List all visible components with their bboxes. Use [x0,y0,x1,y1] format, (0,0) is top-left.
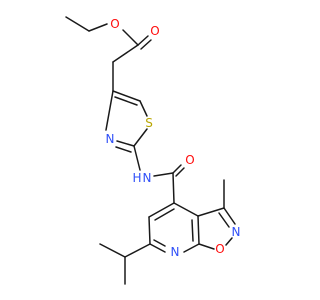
atom-o-amide: O [185,153,194,167]
bond-o-carbonyl-carbon [122,29,139,46]
bond-py-c5-c4-double [154,208,175,221]
bond-thiazole-c2-n [116,140,135,147]
bond-py-c3a-c7a-double [191,219,194,242]
bond-py-c5-c4 [148,202,175,218]
bond-iso-c3-n-double [218,212,230,228]
bond-c6-isopropyl-ch [124,243,151,258]
atom-o-isoxazole: O [215,242,224,256]
atom-h-amide: H [132,171,141,185]
bond-carbonyl-double-1 [137,35,149,46]
bond-py-n-c6 [149,243,166,253]
bond-py-c3a-c7a [197,215,200,245]
bond-iso-n-o [225,237,233,246]
atom-o-ester: O [110,17,119,31]
bond-c2-nh [133,145,141,171]
bond-ethyl-ch2-o [88,23,108,32]
bond-carbonyl-double-2 [140,39,152,50]
bond-py-c7a-n [183,243,200,253]
bond-iso-o-c7a [198,243,215,250]
atom-n-amide: N [143,171,152,185]
bond-thiazole-c4-c5-double [114,96,138,106]
bond-py-n-c6-double [153,239,166,247]
bond-py-c6-c5 [148,216,151,245]
bond-carbonyl-pyridine [172,172,175,204]
atom-s-thiazole: S [145,116,153,130]
bond-thiazole-s-c2 [133,128,148,147]
bond-iso-c3-n [223,207,236,225]
atom-labels: O O S N N H O N O N [106,17,241,259]
bond-thiazole-c5-s [139,100,148,117]
bond-thiazole-c2-n-double [115,146,132,153]
bond-thiazole-n-c4 [105,90,114,131]
bond-amide-double-2 [175,167,185,177]
bond-amide-double-1 [172,164,182,174]
bond-ethyl-ch3-ch2 [65,16,90,32]
bonds [65,16,236,285]
bond-carbonyl-carbon-ch2 [112,44,139,63]
bond-thiazole-c4-c5 [112,90,141,102]
bond-py-c4-c3a [173,202,199,217]
bond-nh-carbonyl [153,172,174,177]
atom-n-thiazole: N [106,132,115,146]
molecule-structure: O O S N N H O N O N [65,16,241,285]
bond-iso-c3a-c3 [197,207,225,217]
bond-isopropyl-ch3-up [99,243,126,258]
atom-n-isoxazole: N [232,225,241,239]
atom-o-carbonyl-ester: O [150,24,159,38]
atom-n-pyridine: N [171,245,180,259]
